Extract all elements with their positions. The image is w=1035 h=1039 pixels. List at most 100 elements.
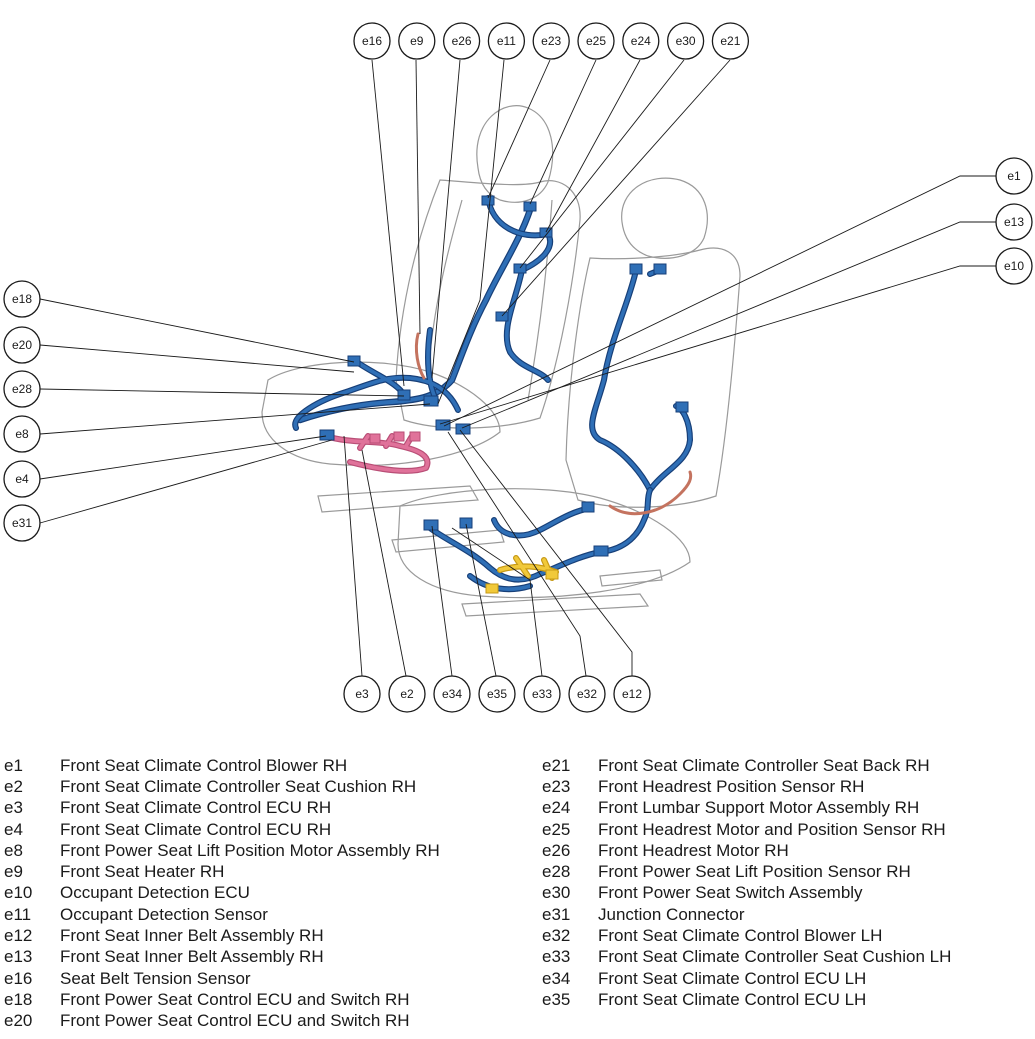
leader-line-e30 xyxy=(519,59,685,269)
rh-cushion-outline xyxy=(261,361,501,466)
legend-label: Front Headrest Position Sensor RH xyxy=(598,776,865,796)
legend-label: Junction Connector xyxy=(598,904,745,924)
leader-line-e1 xyxy=(443,175,996,427)
legend-row: e11 Occupant Detection Sensor xyxy=(4,904,440,925)
callout-e30: e30 xyxy=(666,22,705,60)
rh-heater-lead xyxy=(414,332,426,380)
callout-circle xyxy=(622,22,660,60)
callout-e23: e23 xyxy=(532,22,570,60)
legend-label: Front Power Seat Control ECU and Switch … xyxy=(60,989,410,1009)
legend-code: e10 xyxy=(4,883,33,903)
rh-climate-harness-fill xyxy=(324,434,430,473)
legend-code: e33 xyxy=(542,947,571,967)
legend-row: e8 Front Power Seat Lift Position Motor A… xyxy=(4,840,440,861)
connector xyxy=(495,311,509,322)
callout-label: e23 xyxy=(541,34,561,48)
callout-label: e8 xyxy=(15,427,29,441)
legend-code: e11 xyxy=(4,904,32,924)
callout-label: e3 xyxy=(355,687,369,701)
connector xyxy=(481,195,495,206)
callout-circle xyxy=(995,157,1033,195)
leader-line-e20 xyxy=(39,344,355,373)
leader-line-e28 xyxy=(39,388,405,397)
seat-outlines xyxy=(261,105,741,617)
rh-rail-outline xyxy=(317,485,505,553)
connector xyxy=(545,569,559,580)
callout-e13: e13 xyxy=(995,203,1033,241)
callout-circle xyxy=(478,675,516,713)
legend-code: e32 xyxy=(542,926,571,946)
leader-line-e25 xyxy=(529,59,597,205)
callout-e18: e18 xyxy=(3,280,41,318)
legend-code: e8 xyxy=(4,840,23,860)
connector xyxy=(485,583,499,594)
legend-label: Front Seat Climate Control Blower LH xyxy=(598,926,883,946)
connector xyxy=(435,419,451,431)
connector xyxy=(397,389,411,401)
connector xyxy=(593,545,609,557)
connector xyxy=(393,431,405,442)
legend-label: Front Seat Heater RH xyxy=(60,862,225,882)
callout-e12: e12 xyxy=(613,675,651,713)
callout-e20: e20 xyxy=(3,326,41,364)
leader-line-e23 xyxy=(487,59,551,199)
callout-circle xyxy=(523,675,561,713)
legend-label: Front Power Seat Lift Position Motor Ass… xyxy=(60,840,440,860)
leader-line-e10 xyxy=(439,265,996,425)
callout-circle xyxy=(577,22,615,60)
leader-line-e21 xyxy=(501,59,731,317)
callout-label: e21 xyxy=(720,34,740,48)
leader-line-e33 xyxy=(451,527,543,677)
callout-e26: e26 xyxy=(442,22,481,60)
callout-label: e4 xyxy=(15,472,29,486)
legend-code: e13 xyxy=(4,947,33,967)
lh-cushion-outline xyxy=(397,488,691,599)
legend-label: Front Seat Climate Control Blower RH xyxy=(60,755,348,775)
leader-line-e9 xyxy=(415,59,421,335)
connector xyxy=(319,429,335,441)
legend-label: Front Power Seat Control ECU and Switch … xyxy=(60,1011,410,1031)
leader-line-e34 xyxy=(431,525,453,677)
callout-label: e30 xyxy=(676,34,696,48)
connector xyxy=(369,433,381,444)
callout-e1: e1 xyxy=(995,157,1033,195)
callout-circle xyxy=(3,415,41,453)
callout-label: e2 xyxy=(400,687,414,701)
callout-circle xyxy=(995,203,1033,241)
leader-line-e4 xyxy=(39,435,327,480)
callout-label: e31 xyxy=(12,516,32,530)
callout-circle xyxy=(343,675,381,713)
legend-label: Occupant Detection Sensor xyxy=(60,904,268,924)
legend-code: e18 xyxy=(4,989,33,1009)
connector xyxy=(459,517,473,529)
legend-code: e12 xyxy=(4,926,33,946)
lh-heater-lead xyxy=(608,470,693,516)
callout-label: e26 xyxy=(452,34,472,48)
legend-label: Front Seat Climate Control ECU LH xyxy=(598,989,867,1009)
legend-label: Front Headrest Motor and Position Sensor… xyxy=(598,819,946,839)
callout-circle xyxy=(568,675,606,713)
callout-circle xyxy=(995,247,1033,285)
lh-headrest-outline xyxy=(621,177,708,259)
callout-label: e34 xyxy=(442,687,462,701)
leader-line-e3 xyxy=(343,435,363,677)
legend-label: Seat Belt Tension Sensor xyxy=(60,968,251,988)
legend-code: e30 xyxy=(542,883,571,903)
rh-main-harness-fill xyxy=(298,208,532,422)
callout-e35: e35 xyxy=(478,675,516,713)
callout-circle xyxy=(3,280,41,318)
callout-label: e13 xyxy=(1004,215,1024,229)
callout-label: e10 xyxy=(1004,259,1024,273)
callout-label: e35 xyxy=(487,687,507,701)
